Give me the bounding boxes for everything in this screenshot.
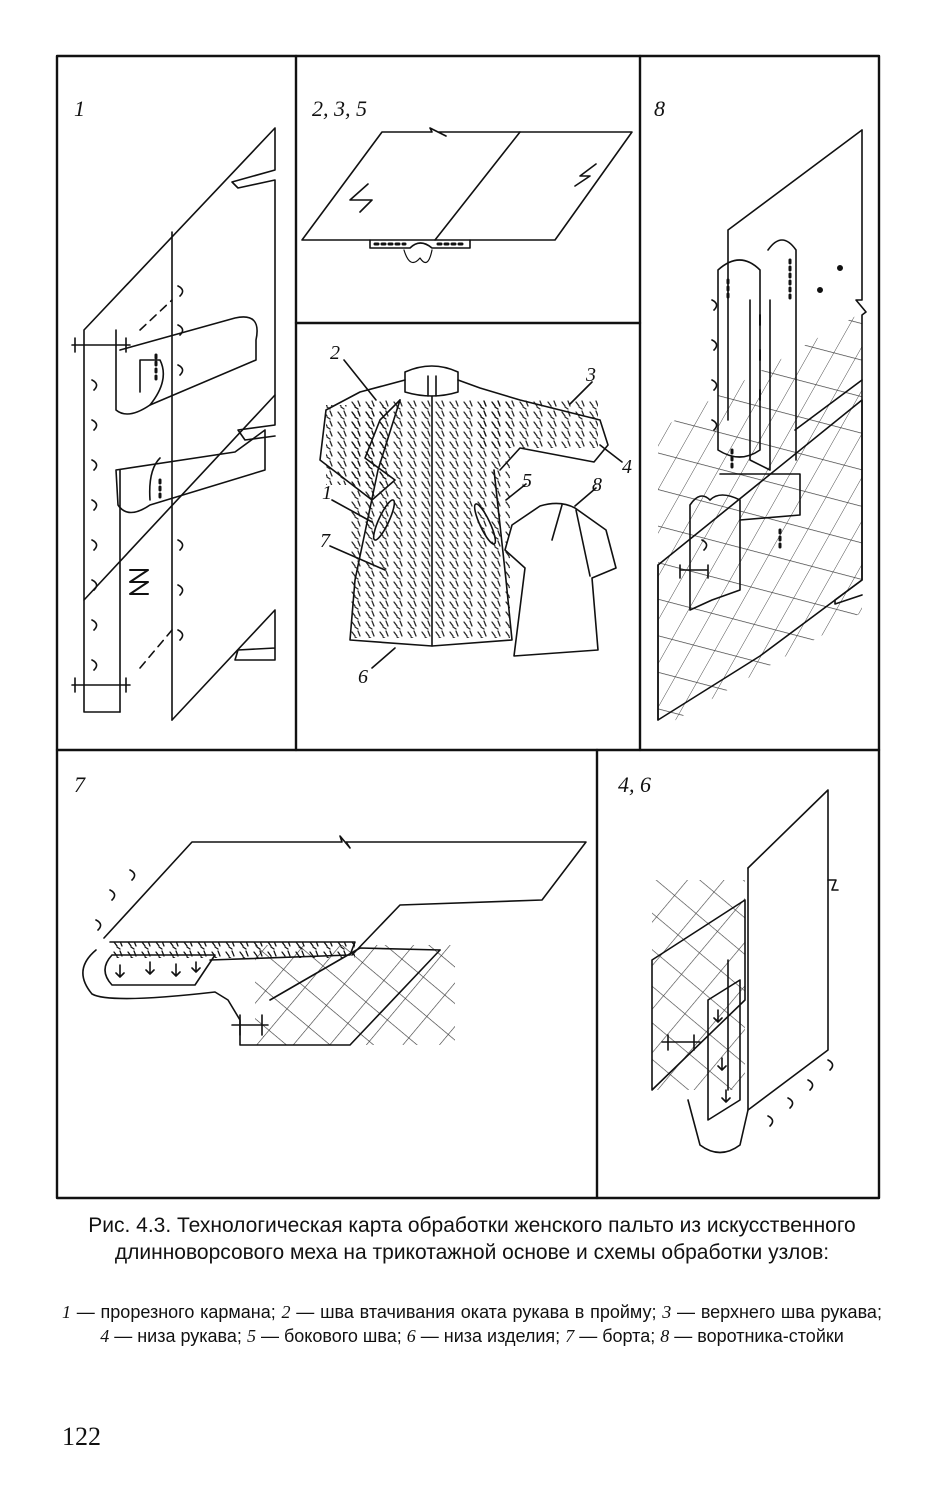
pocket-schematic [71,127,276,721]
legend-num: 8 [660,1326,670,1346]
caption-title: Рис. 4.3. Технологическая карта обработк… [88,1214,856,1264]
coat-callout-5: 5 [522,470,532,492]
seam-schematic [301,127,633,264]
legend-text: верхнего шва рукава; [700,1302,882,1322]
loop-stitches [91,285,184,671]
hem-schematic [651,789,839,1154]
panel-label-1: 1 [74,96,85,121]
coat-sketch [319,359,623,669]
legend-num: 1 [62,1302,71,1322]
caption-legend: 1 — прорезного кармана; 2 — шва втачиван… [62,1302,882,1346]
collar-loops [701,299,718,551]
coat-callout-6: 6 [358,666,368,688]
legend-num: 6 [406,1326,416,1346]
technological-map-figure: 1 2, 3, 5 8 7 4, 6 2 3 4 5 8 1 7 6 [55,54,881,1200]
legend-text: бокового шва; [283,1326,402,1346]
panel-frames [55,54,881,1200]
coat-callout-8: 8 [592,474,602,496]
legend-text: прорезного кармана; [100,1302,276,1322]
coat-callout-7: 7 [320,530,330,552]
legend-num: 5 [246,1326,256,1346]
legend-text: низа рукава; [137,1326,242,1346]
panel-label-7: 7 [74,772,85,797]
legend-text: борта; [602,1326,656,1346]
legend-num: 2 [281,1302,291,1322]
legend-text: воротника-стойки [697,1326,844,1346]
coat-callout-1: 1 [322,482,332,504]
page-number: 122 [62,1422,101,1451]
coat-callout-3: 3 [586,364,596,386]
figure-caption: Рис. 4.3. Технологическая карта обработк… [62,1212,882,1266]
coat-callout-2: 2 [330,342,340,364]
collar-schematic [657,129,867,731]
legend-num: 7 [565,1326,575,1346]
legend-num: 4 [100,1326,110,1346]
coat-callout-4: 4 [622,456,632,478]
panel-label-4-6: 4, 6 [618,772,651,797]
panel-label-8: 8 [654,96,665,121]
legend-text: шва втачивания оката рукава в пройму; [320,1302,657,1322]
panel-label-2-3-5: 2, 3, 5 [312,96,367,121]
front-edge-schematic [82,835,587,1046]
legend-text: низа изделия; [443,1326,561,1346]
figure-drawing [55,54,881,1200]
legend-num: 3 [662,1302,672,1322]
